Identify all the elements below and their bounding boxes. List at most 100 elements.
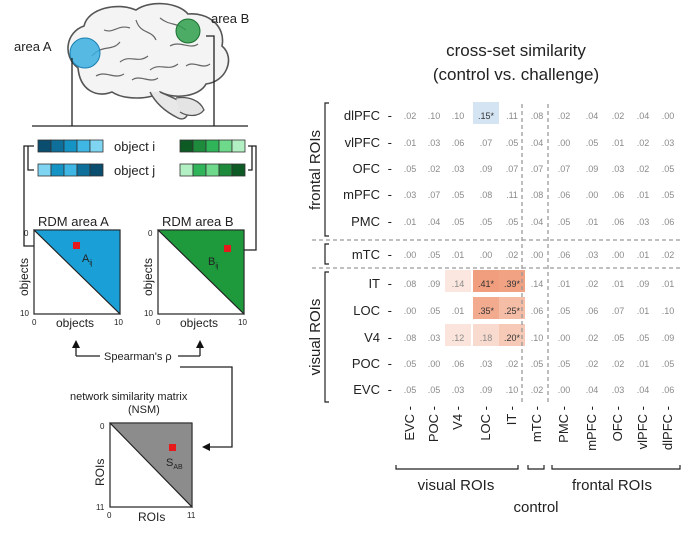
object-i-area-a-unit-2 [50, 139, 65, 153]
col-label: V4 - [450, 406, 465, 430]
rdm-b-title: RDM area B [162, 214, 234, 229]
object-i-vector-area-a [37, 139, 104, 153]
object-j-area-a-unit-4 [76, 163, 91, 177]
matrix-cell: .09 [662, 333, 675, 343]
matrix-cell: .05 [612, 333, 625, 343]
matrix-cell: .03 [612, 164, 625, 174]
matrix-cell: .05 [404, 164, 417, 174]
matrix-cell: .06 [662, 385, 675, 395]
spearman-label: Spearman's ρ [104, 351, 172, 363]
matrix-cell: .06 [612, 190, 625, 200]
object-i-label: object i [114, 139, 155, 154]
matrix-cell: .03 [428, 333, 441, 343]
matrix-cell: .02 [586, 333, 599, 343]
nsm-cell-marker [169, 444, 176, 451]
rdm-b-y-axis-label: objects [141, 258, 155, 296]
matrix-cell: .00 [404, 306, 417, 316]
spearman-to-nsm-arrow [180, 366, 233, 451]
matrix-cell: .08 [531, 190, 544, 200]
matrix-cell: .04 [637, 111, 650, 121]
matrix-cell: .20* [504, 333, 521, 343]
matrix-cell: .03 [586, 250, 599, 260]
matrix-cell: .10 [506, 385, 519, 395]
rdm-b-y-tick-min: 0 [148, 229, 153, 238]
matrix-cell: .05 [558, 217, 571, 227]
matrix-cell: .06 [531, 306, 544, 316]
matrix-cell: .07 [531, 164, 544, 174]
matrix-cell: .02 [558, 111, 571, 121]
matrix-cell: .04 [531, 217, 544, 227]
matrix-cell: .05 [662, 359, 675, 369]
matrix-cell: .01 [586, 217, 599, 227]
matrix-cell: .03 [452, 385, 465, 395]
matrix-row-labels: dlPFC-vlPFC-OFC-mPFC-PMC-mTC-IT-LOC-V4-P… [343, 108, 392, 397]
col-label: OFC - [610, 406, 625, 441]
nsm-y-axis-label: ROIs [93, 459, 107, 486]
object-j-area-a-unit-1 [37, 163, 52, 177]
matrix-cell: .05 [662, 164, 675, 174]
row-group-mtc-bracket [324, 243, 329, 265]
matrix-cell: .15* [478, 111, 495, 121]
matrix-cell: .06 [558, 250, 571, 260]
matrix-cell: .14 [531, 279, 544, 289]
col-label: IT - [504, 406, 519, 425]
row-group-visual-label: visual ROIs [307, 299, 324, 376]
matrix-cell: .05 [452, 190, 465, 200]
row-label: POC [352, 356, 380, 371]
matrix-cell: .07 [558, 164, 571, 174]
row-label: IT [368, 276, 380, 291]
row-label: EVC [353, 382, 380, 397]
rdm-a-y-tick-max: 10 [20, 309, 29, 318]
row-tick: - [388, 161, 392, 176]
matrix-cell: .06 [452, 138, 465, 148]
object-j-vector-area-a [37, 163, 104, 177]
matrix-cell: .10 [428, 111, 441, 121]
matrix-cell: .02 [612, 359, 625, 369]
matrix-cell: .00 [612, 250, 625, 260]
rdm-b-cell-label: Bij [208, 256, 219, 270]
object-i-area-b-unit-5 [231, 139, 246, 153]
matrix-cell: .02 [662, 250, 675, 260]
col-label: vlPFC - [635, 406, 650, 449]
matrix-cell: .39* [504, 279, 521, 289]
matrix-cell: .09 [480, 164, 493, 174]
rdm-a-title: RDM area A [38, 214, 109, 229]
rdm-b-x-axis-label: objects [180, 316, 218, 330]
matrix-cell: .02 [637, 164, 650, 174]
area-b-label: area B [211, 11, 249, 26]
matrix-cell: .35* [478, 306, 495, 316]
matrix-cell: .14 [452, 279, 465, 289]
col-label: POC - [426, 406, 441, 442]
matrix-cell: .09 [586, 164, 599, 174]
matrix-cell: .05 [506, 138, 519, 148]
matrix-cell: .05 [404, 385, 417, 395]
rdm-a-diagonal [33, 229, 121, 315]
matrix-cell: .05 [637, 333, 650, 343]
matrix-cell: .08 [480, 190, 493, 200]
rdm-b-cell-marker [224, 245, 231, 252]
matrix-cell: .11 [506, 111, 518, 121]
matrix-cell: .41* [478, 279, 495, 289]
matrix-cell: .01 [612, 138, 625, 148]
row-group-frontal-label: frontal ROIs [307, 130, 324, 210]
object-j-area-a-unit-3 [63, 163, 78, 177]
row-tick: - [388, 330, 392, 345]
matrix-cell: .02 [404, 111, 417, 121]
col-label: EVC - [402, 406, 417, 441]
object-j-area-b-unit-2 [192, 163, 207, 177]
object-i-area-b-unit-4 [218, 139, 233, 153]
row-tick: - [388, 135, 392, 150]
matrix-cell: .05 [531, 359, 544, 369]
nsm-title-line1: network similarity matrix [70, 391, 188, 403]
matrix-cell: .03 [637, 217, 650, 227]
matrix-highlight-cell [499, 270, 525, 292]
row-group-visual-bracket [324, 271, 329, 403]
area-a-label: area A [14, 39, 52, 54]
nsm-diagonal [109, 422, 193, 508]
row-label: vlPFC [345, 135, 380, 150]
matrix-cell: .10 [531, 333, 544, 343]
object-j-vector-area-b [179, 163, 246, 177]
matrix-cell: .02 [506, 359, 519, 369]
matrix-cell: .05 [404, 359, 417, 369]
